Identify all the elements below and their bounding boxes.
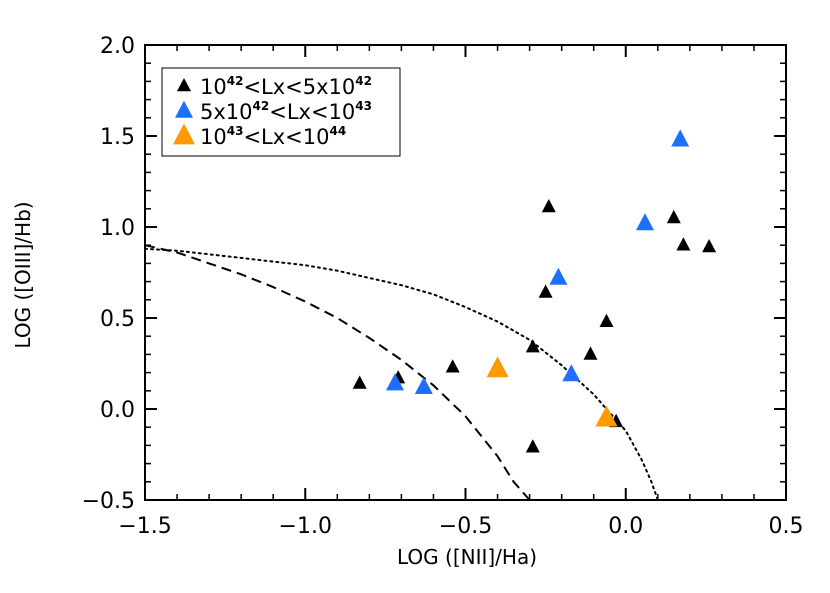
data-point-series-2 [386,373,404,391]
legend-label-series-1: 1042<Lx<5x1042 [200,74,372,99]
data-point-series-1 [666,209,681,224]
data-point-series-3 [595,405,618,427]
legend-marker-series-3 [173,123,195,145]
data-point-series-1 [541,199,556,213]
legend-label-series-3: 1043<Lx<1044 [200,124,346,149]
data-point-series-1 [676,237,691,251]
dotted-demarcation-curve [144,247,659,501]
tick-labels-layer: −1.5 −1.0 −0.5 0.0 0.5 −0.5 0.0 0.5 1.0 1.5 2.0 [82,34,804,539]
x-tick-label: −0.5 [439,514,492,539]
legend-label-series-2: 5x1042<Lx<1043 [200,99,372,124]
ticks-layer [144,44,787,501]
points-layer [352,129,717,453]
data-point-series-1 [445,359,460,373]
data-point-series-1 [525,339,540,353]
data-point-series-1 [525,439,540,453]
data-point-series-3 [486,356,509,378]
y-tick-label: 0.0 [100,398,135,423]
y-tick-label: 2.0 [100,34,135,59]
data-point-series-1 [352,375,367,389]
x-tick-label: 0.5 [769,514,804,539]
y-tick-label: 1.5 [100,125,135,150]
x-axis-title: LOG ([NII]/Ha) [397,545,537,569]
legend-marker-series-2 [175,100,193,118]
y-tick-label: 1.0 [100,216,135,241]
data-point-series-2 [671,129,690,147]
legend-box [161,67,401,157]
data-point-series-2 [636,213,654,231]
data-point-series-1 [583,346,598,360]
y-tick-label: −0.5 [82,489,135,514]
y-axis-title: LOG ([OIII]/Hb) [11,201,35,348]
data-point-series-1 [702,239,717,253]
x-tick-label: 0.0 [608,514,643,539]
x-tick-label: −1.0 [279,514,332,539]
curves-layer [144,244,659,501]
data-point-series-2 [414,376,433,394]
x-tick-label: −1.5 [118,514,171,539]
data-point-series-2 [549,267,568,285]
data-point-series-1 [538,284,553,298]
y-tick-label: 0.5 [100,307,135,332]
data-point-series-2 [562,364,581,382]
data-point-series-1 [599,313,614,327]
dashed-demarcation-curve [144,244,531,501]
legend-marker-series-1 [177,78,191,92]
